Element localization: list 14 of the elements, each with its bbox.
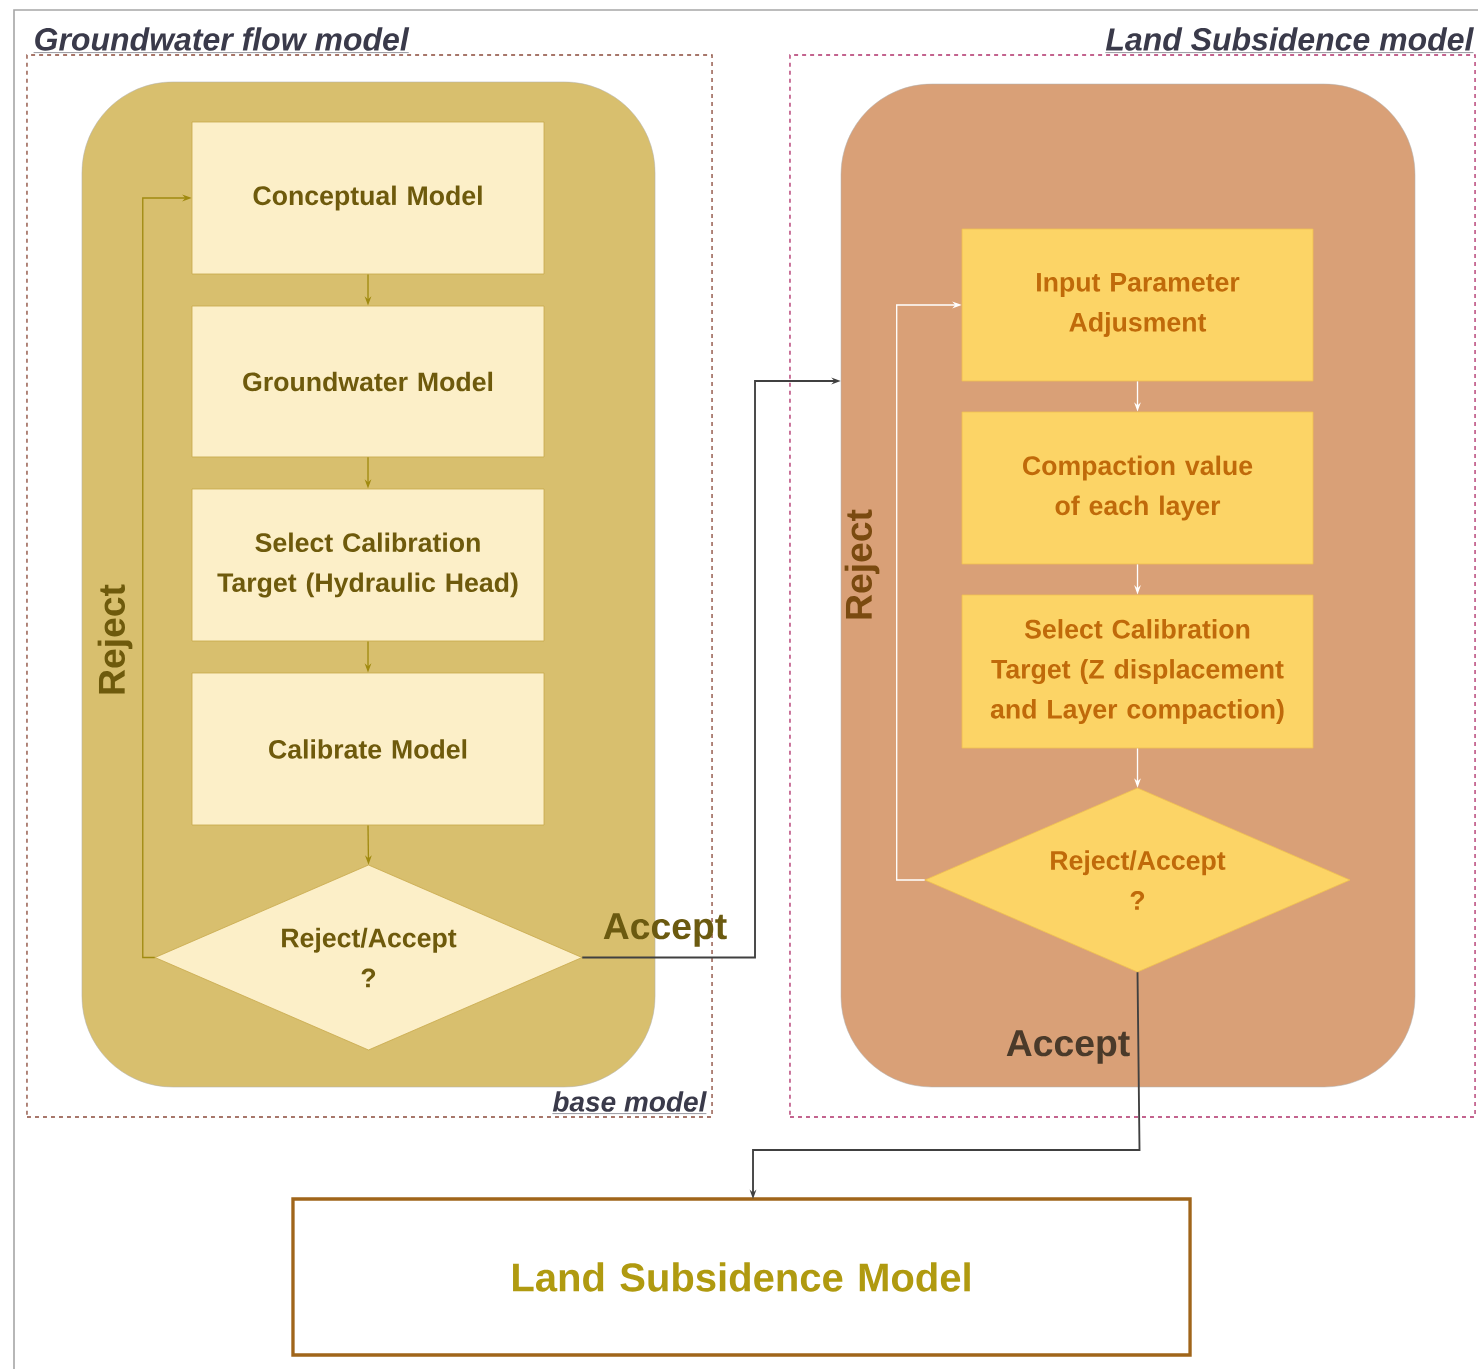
edge-label: Accept <box>1006 1030 1130 1064</box>
process-box: Conceptual Model <box>191 121 545 275</box>
frame-note: base model <box>552 1091 707 1114</box>
edge-label: Reject <box>844 509 880 619</box>
process-box: Select Calibration Target (Hydraulic Head) <box>191 488 545 642</box>
process-box: Select Calibration Target (Z displacement and Layer compaction) <box>961 594 1314 749</box>
result-box: Land Subsidence Model <box>291 1197 1192 1357</box>
frame-title: Groundwater flow model <box>33 27 410 53</box>
edge-label: Reject <box>97 584 133 694</box>
frame-title: Land Subsidence model <box>1105 27 1474 53</box>
process-box: Compaction value of each layer <box>961 411 1314 565</box>
process-box: Groundwater Model <box>191 305 545 458</box>
process-box: Input Parameter Adjusment <box>961 228 1314 382</box>
process-box: Calibrate Model <box>191 672 545 826</box>
